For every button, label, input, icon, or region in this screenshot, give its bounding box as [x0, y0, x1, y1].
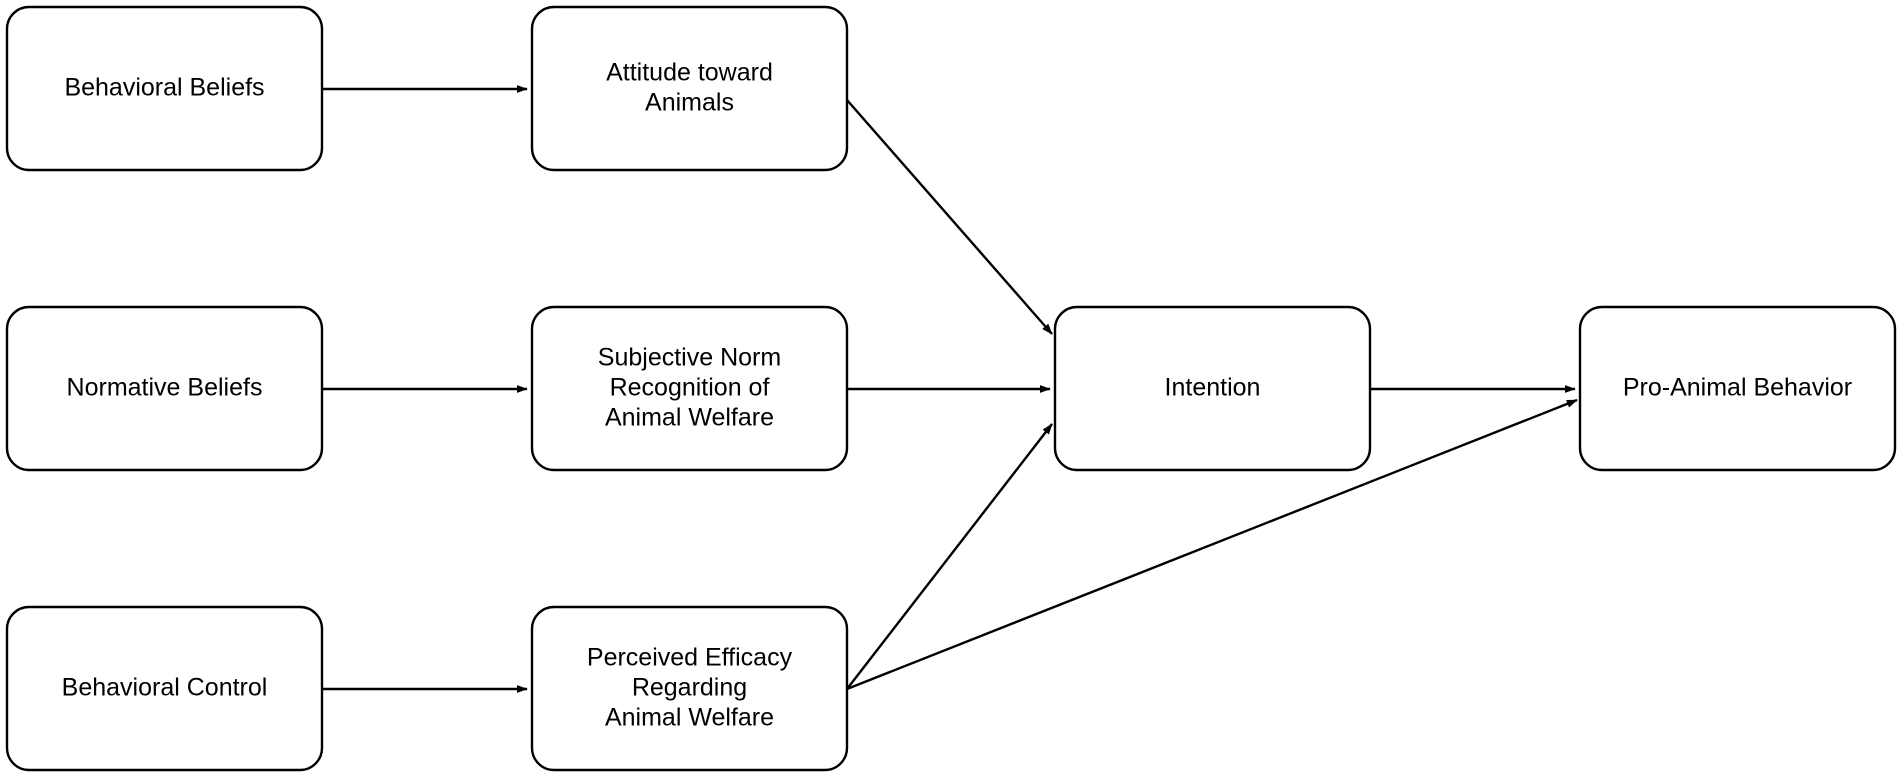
node-label-line: Animals: [645, 88, 734, 116]
node-box-intention: [1053, 305, 1372, 472]
node-label-line: Pro-Animal Behavior: [1623, 373, 1852, 401]
node-box-pro-animal-behavior: [1578, 305, 1897, 472]
node-box-normative-beliefs: [5, 305, 324, 472]
edge-attitude-to-intention: [846, 99, 1053, 335]
node-label-line: Perceived Efficacy: [587, 643, 793, 671]
node-box-perceived-efficacy-regarding-animal-welfare: [530, 605, 849, 772]
node-pro-animal-behavior[interactable]: Pro-Animal Behavior: [1578, 305, 1897, 472]
node-label-line: Subjective Norm: [598, 343, 781, 371]
node-box-subjective-norm-recognition-of-animal-welfare: [530, 305, 849, 472]
node-label-pro-animal-behavior: Pro-Animal Behavior: [1623, 373, 1852, 401]
node-label-line: Normative Beliefs: [67, 373, 263, 401]
node-box-behavioral-control: [5, 605, 324, 772]
node-box-behavioral-beliefs: [5, 5, 324, 172]
node-label-intention: Intention: [1165, 373, 1261, 401]
node-label-line: Animal Welfare: [605, 703, 774, 731]
node-label-normative-beliefs: Normative Beliefs: [67, 373, 263, 401]
node-label-line: Behavioral Beliefs: [64, 73, 264, 101]
node-label-line: Behavioral Control: [62, 673, 268, 701]
node-behavioral-beliefs[interactable]: Behavioral Beliefs: [5, 5, 324, 172]
node-normative-beliefs[interactable]: Normative Beliefs: [5, 305, 324, 472]
node-label-behavioral-control: Behavioral Control: [62, 673, 268, 701]
node-label-line: Regarding: [632, 673, 747, 701]
node-behavioral-control[interactable]: Behavioral Control: [5, 605, 324, 772]
edge-perceived-efficacy-to-intention: [846, 423, 1053, 690]
node-label-line: Animal Welfare: [605, 403, 774, 431]
node-label-behavioral-beliefs: Behavioral Beliefs: [64, 73, 264, 101]
node-intention[interactable]: Intention: [1053, 305, 1372, 472]
node-label-line: Intention: [1165, 373, 1261, 401]
node-label-line: Recognition of: [610, 373, 770, 401]
edges-layer: [322, 85, 1578, 693]
edge-perceived-efficacy-to-pro-animal-behavior: [846, 398, 1578, 691]
node-label-line: Attitude toward: [606, 58, 773, 86]
node-box-attitude-toward-animals: [530, 5, 849, 172]
